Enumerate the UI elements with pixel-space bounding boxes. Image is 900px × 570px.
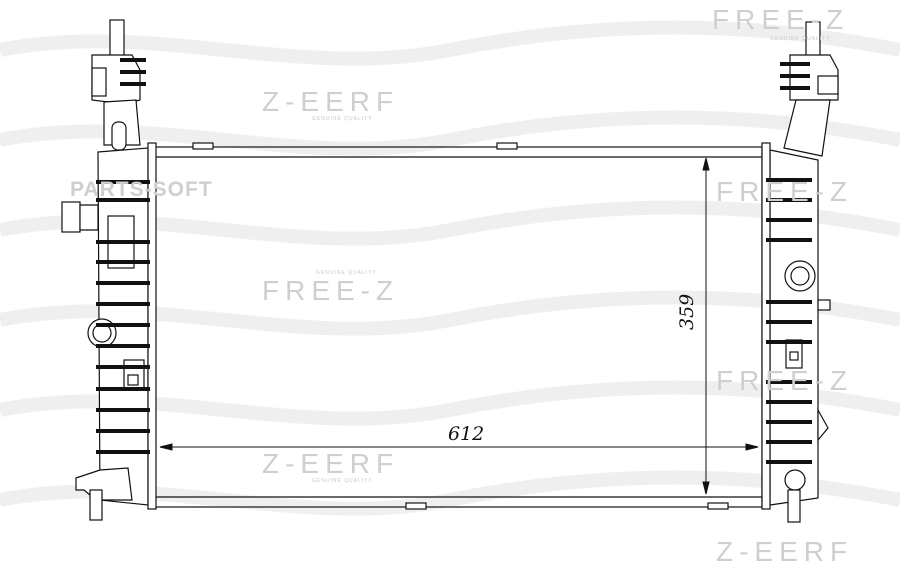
- left-inlet-neck: [111, 121, 127, 151]
- watermark-logo-6: Z-EERF: [262, 448, 400, 479]
- watermark-logo-5: FREE-Z: [716, 365, 854, 396]
- watermark-tagline-6: GENUINE QUALITY: [312, 478, 373, 484]
- watermark-logo-7: Z-EERF: [716, 536, 854, 567]
- left-tank-ribs: [96, 180, 150, 454]
- watermark-logo-4: FREE-Z: [262, 275, 400, 306]
- radiator: [61, 19, 839, 523]
- site-watermark: PARTS-SOFT: [70, 178, 213, 201]
- watermark-logo-1: FREE-Z: [712, 4, 850, 35]
- watermark-logo-3: FREE-Z: [716, 176, 854, 207]
- watermark-tagline-4: GENUINE QUALITY: [316, 270, 377, 276]
- watermark-tagline-1: GENUINE QUALITY: [770, 36, 831, 42]
- right-tank-ribs: [766, 178, 812, 464]
- dimension-lines: [159, 157, 759, 495]
- watermark-logo-2: Z-EERF: [262, 86, 400, 117]
- width-dimension-label: 612: [448, 423, 485, 445]
- height-dimension-label: 359: [676, 293, 698, 330]
- right-drain: [784, 469, 806, 491]
- watermark-tagline-2: GENUINE QUALITY: [312, 116, 373, 122]
